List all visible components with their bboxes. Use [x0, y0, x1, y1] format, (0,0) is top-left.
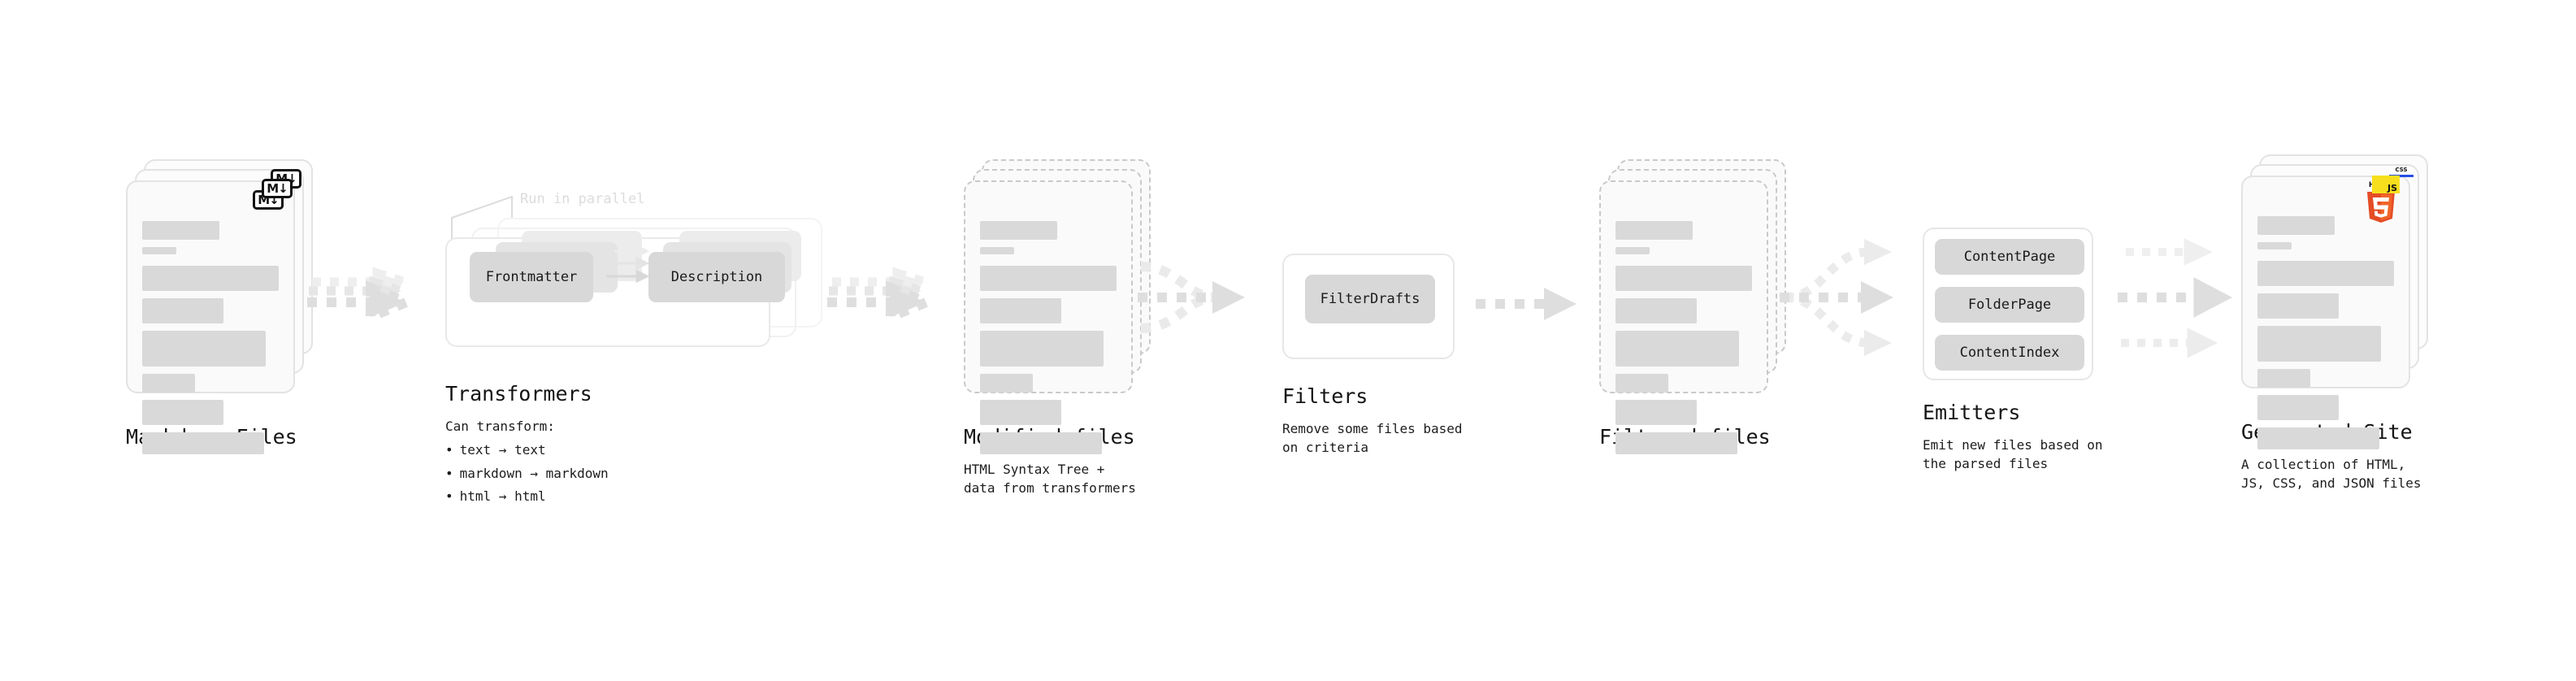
arrow-filters-to-filtered [1476, 284, 1589, 333]
stage-filters: FilterDrafts [1282, 254, 1455, 359]
document-placeholder-bars [980, 221, 1118, 462]
document-bar [2257, 395, 2339, 420]
document-bar [1615, 247, 1650, 254]
modified-card-front [964, 180, 1133, 454]
caption-transformers: Transformers Can transform: text → text … [445, 382, 609, 509]
document-bar [1615, 298, 1697, 323]
document-bar [2257, 326, 2381, 362]
document-bar [1615, 266, 1752, 291]
transformer-pill-frontmatter[interactable]: Frontmatter [470, 252, 593, 302]
markdown-card-front: M↓ [126, 180, 295, 454]
document-bar [980, 221, 1057, 240]
caption-emitters: Emitters Emit new files based on the par… [1923, 401, 2103, 473]
js-icon: JS [2372, 176, 2400, 193]
arrow-modified-to-filters [1138, 258, 1260, 356]
document-bar [980, 247, 1014, 254]
document-bar [2257, 216, 2335, 235]
arrow-transformers-to-modified [827, 267, 941, 341]
generated-card-html: HTML [2241, 176, 2410, 449]
document-bar [980, 266, 1117, 291]
css-icon: CSS [2389, 167, 2413, 177]
document-bar [2257, 261, 2394, 286]
filter-pill-filterdrafts[interactable]: FilterDrafts [1305, 275, 1435, 323]
modified-file-stack [964, 159, 1151, 454]
filters-box: FilterDrafts [1282, 254, 1455, 359]
caption-filters: Filters Remove some files based on crite… [1282, 384, 1463, 457]
arrow-markdown-to-transformers [307, 267, 421, 341]
emitter-pill-contentindex[interactable]: ContentIndex [1935, 335, 2084, 371]
document-bar [142, 374, 195, 393]
document-bar [2257, 242, 2292, 249]
transformer-pill-description[interactable]: Description [648, 252, 785, 302]
transformers-title: Transformers [445, 382, 592, 406]
document-bar [1615, 374, 1668, 393]
arrow-filtered-to-emitters [1780, 234, 1926, 364]
document-bar [980, 374, 1033, 393]
markdown-badge-mid: M↓ [262, 179, 293, 198]
modified-files-subtitle: HTML Syntax Tree + data from transformer… [964, 462, 1136, 497]
generated-file-stack: CSS JS HTML [2241, 154, 2428, 449]
document-bar [142, 266, 279, 291]
document-bar [1615, 221, 1693, 240]
run-in-parallel-bracket [451, 195, 513, 239]
document-placeholder-bars [142, 221, 280, 462]
transformers-capability-list: text → text markdown → markdown html → h… [445, 439, 609, 508]
stage-emitters: ContentPage FolderPage ContentIndex [1923, 228, 2093, 380]
transformer-inner-arrows [606, 244, 650, 284]
run-in-parallel-label: Run in parallel [520, 191, 645, 207]
document-bar [2257, 369, 2310, 388]
emitters-subtitle: Emit new files based on the parsed files [1923, 437, 2103, 472]
document-bar [142, 298, 223, 323]
document-bar [980, 432, 1102, 454]
filtered-card-front [1599, 180, 1768, 454]
stage-generated-site: CSS JS HTML [2241, 154, 2428, 449]
filtered-file-stack [1599, 159, 1786, 454]
stage-transformers: Run in parallel Frontmatter Description [445, 191, 852, 347]
arrow-emitters-to-site [2118, 234, 2256, 364]
transformers-subtitle: Can transform: [445, 419, 555, 434]
stage-filtered-files [1599, 159, 1786, 454]
list-item: html → html [445, 485, 609, 508]
markdown-file-stack: M↓ M↓ M↓ [126, 159, 313, 454]
filters-title: Filters [1282, 384, 1368, 408]
list-item: text → text [445, 439, 609, 462]
filters-subtitle: Remove some files based on criteria [1282, 421, 1463, 456]
document-bar [1615, 400, 1697, 425]
document-bar [2257, 293, 2339, 319]
document-bar [1615, 432, 1737, 454]
emitters-title: Emitters [1923, 401, 2021, 424]
document-bar [980, 400, 1061, 425]
css-badge-wrapper: CSS [2389, 167, 2413, 177]
document-placeholder-bars [2257, 216, 2396, 457]
document-bar [980, 298, 1061, 323]
document-placeholder-bars [1615, 221, 1754, 462]
list-item: markdown → markdown [445, 462, 609, 485]
document-bar [142, 247, 176, 254]
document-bar [142, 331, 266, 367]
emitter-pill-contentpage[interactable]: ContentPage [1935, 239, 2084, 275]
document-bar [1615, 331, 1739, 367]
document-bar [2257, 427, 2379, 449]
document-bar [980, 331, 1104, 367]
stage-markdown-files: M↓ M↓ M↓ [126, 159, 313, 454]
document-bar [142, 221, 219, 240]
stage-modified-files [964, 159, 1151, 454]
generated-site-subtitle: A collection of HTML, JS, CSS, and JSON … [2241, 457, 2422, 492]
js-badge-wrapper: JS [2372, 176, 2400, 193]
emitters-box: ContentPage FolderPage ContentIndex [1923, 228, 2093, 380]
emitter-pill-folderpage[interactable]: FolderPage [1935, 287, 2084, 323]
document-bar [142, 432, 264, 454]
document-bar [142, 400, 223, 425]
